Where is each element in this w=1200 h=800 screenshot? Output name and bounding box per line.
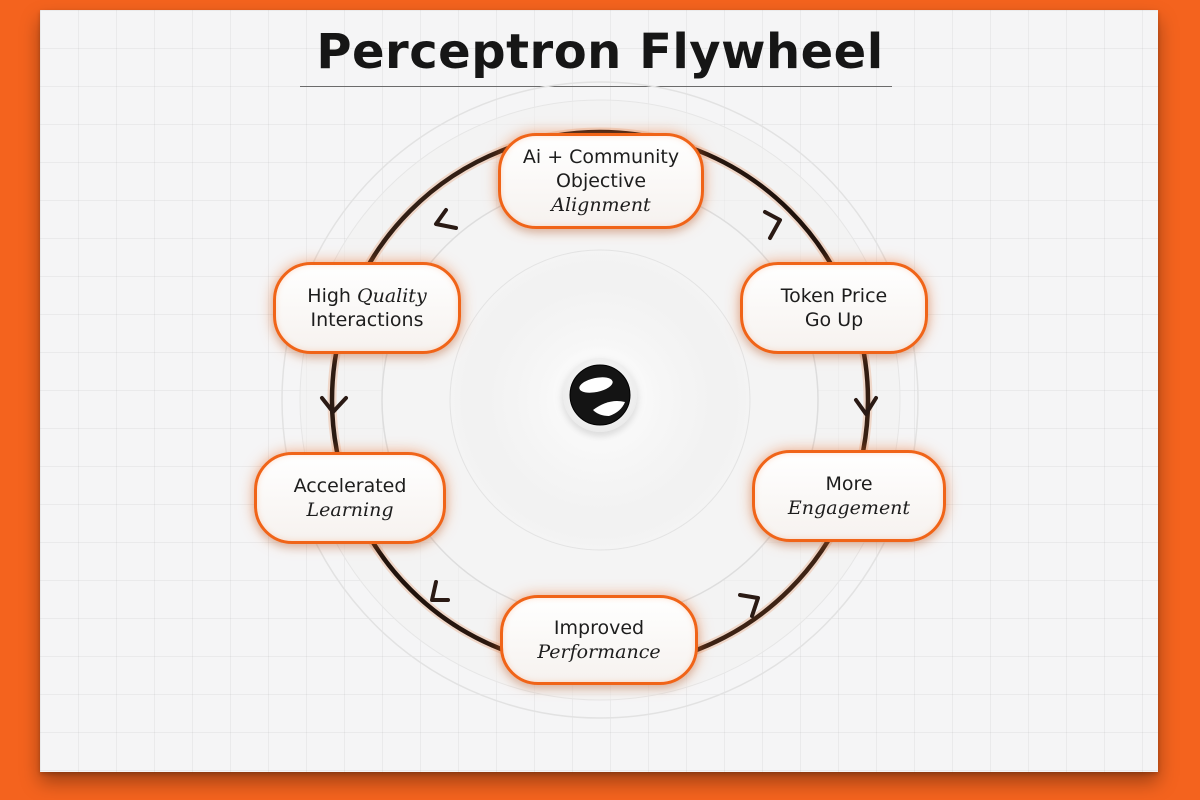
node-performance: Improved Performance	[500, 595, 698, 685]
node-learning-line2: Learning	[306, 499, 394, 521]
node-performance-line1: Improved	[553, 617, 645, 639]
arrow-icon-price-to-engagement	[854, 396, 878, 416]
node-alignment-line1: Ai + Community	[522, 146, 680, 168]
node-learning-line1: Accelerated	[293, 475, 407, 497]
node-engagement-line2: Engagement	[787, 497, 911, 519]
perceptron-logo-icon	[569, 364, 631, 426]
node-quality: High Quality Interactions	[273, 262, 461, 354]
node-token-price-line1: Token Price	[780, 285, 888, 307]
outer-halo-ring	[281, 81, 919, 719]
node-performance-line2: Performance	[537, 641, 661, 663]
node-engagement: More Engagement	[752, 450, 946, 542]
arrow-icon-performance-to-learning	[430, 580, 450, 602]
node-quality-line1-prefix: High	[307, 285, 358, 307]
node-quality-line1-emphasis: Quality	[357, 285, 427, 307]
hub	[563, 358, 637, 432]
node-engagement-line1: More	[825, 473, 873, 495]
node-learning: Accelerated Learning	[254, 452, 446, 544]
title-underline	[300, 86, 892, 87]
arrow-icon-quality-to-alignment	[434, 208, 458, 230]
node-quality-line2: Interactions	[310, 309, 424, 331]
node-token-price: Token Price Go Up	[740, 262, 928, 354]
node-alignment-line3: Alignment	[551, 194, 651, 216]
node-quality-line1: High Quality	[307, 284, 426, 308]
page-title: Perceptron Flywheel	[316, 24, 884, 80]
node-alignment-line2: Objective	[555, 170, 647, 192]
arrow-icon-engagement-to-performance	[738, 593, 760, 618]
arrow-icon-alignment-to-price	[763, 210, 782, 240]
node-token-price-line2: Go Up	[804, 309, 864, 331]
node-alignment: Ai + Community Objective Alignment	[498, 133, 704, 229]
arrow-icon-learning-to-quality	[320, 396, 348, 414]
